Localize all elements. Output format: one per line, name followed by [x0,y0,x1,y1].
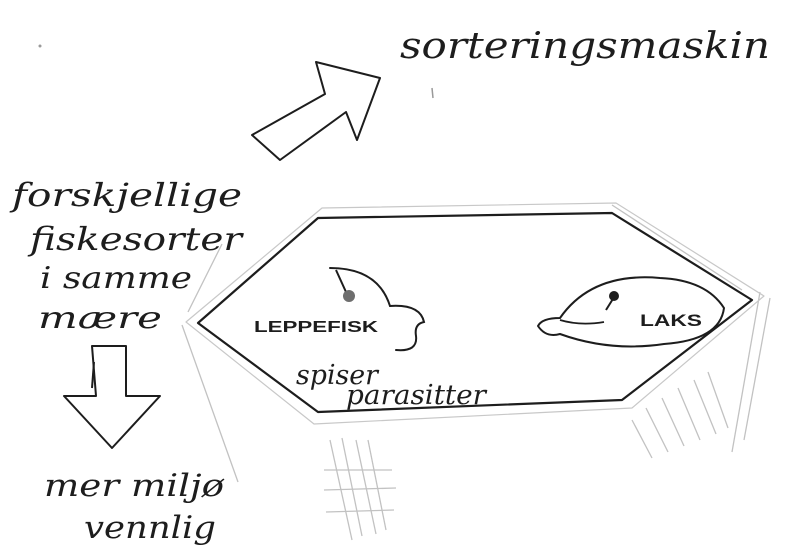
bottom-note-line-1: mer miljø [44,468,226,504]
left-note-line-4: mære [38,301,162,336]
arrow-right-icon [252,62,380,160]
arrow-down-stroke-icon [92,362,94,388]
bottom-note-line-2: vennlig [84,510,216,546]
bottom-note: mer miljø vennlig [44,468,226,546]
wrasse-fish-outline-icon [330,268,424,350]
wrasse-fin-icon [336,270,346,292]
left-note: forskjellige fiskesorter i samme mære [9,176,244,336]
title-text: sorteringsmaskin [400,26,770,67]
left-note-line-1: forskjellige [9,176,242,214]
salmon-mouth-icon [560,320,604,324]
left-note-line-2: fiskesorter [28,220,245,258]
caption-line-2: parasitter [346,380,488,411]
salmon-label: LAKS [640,311,702,330]
stray-tick [432,88,433,98]
wrasse-eye-icon [343,290,355,302]
stray-dot [39,45,42,48]
wrasse-label: LEPPEFISK [254,319,379,336]
arrow-down-icon [64,346,160,448]
left-note-line-3: i samme [40,261,192,296]
